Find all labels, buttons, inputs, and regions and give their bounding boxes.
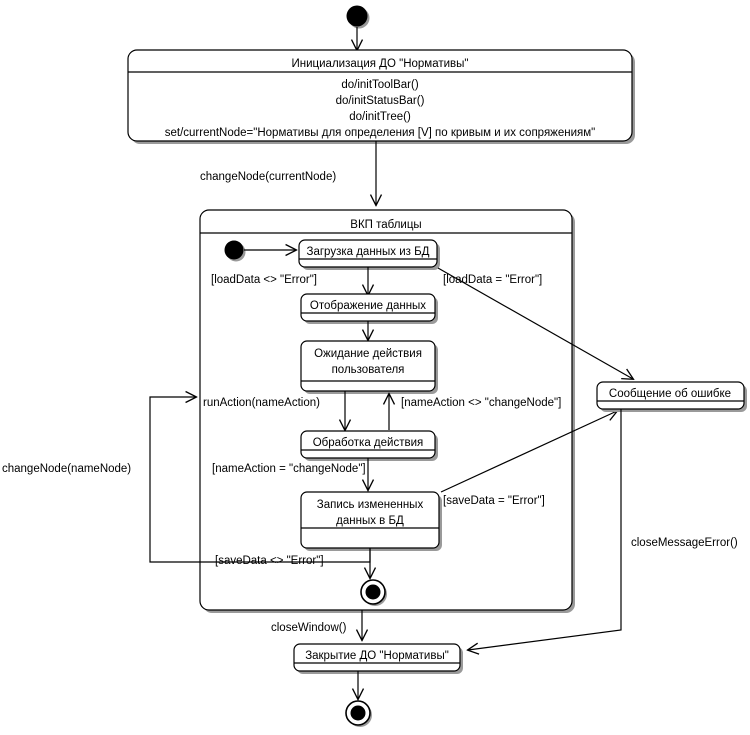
initial-node-inner: [224, 240, 246, 262]
state-init-title: Инициализация ДО "Нормативы": [292, 58, 469, 70]
state-close[interactable]: Закрытие ДО "Нормативы": [293, 643, 463, 674]
state-init-action-3: set/currentNode="Нормативы для определен…: [165, 127, 596, 139]
state-save-data-title-line2: данных в БД: [336, 515, 404, 527]
state-load-data-title: Загрузка данных из БД: [307, 246, 430, 258]
transition-label-run-action: runAction(nameAction): [203, 397, 320, 409]
transition-label-close-message-error: closeMessageError(): [631, 537, 738, 549]
state-error-message-title: Сообщение об ошибке: [609, 388, 731, 400]
final-node-inner: [360, 579, 387, 606]
composite-state-title: ВКП таблицы: [350, 219, 421, 231]
transition-label-change-node-current: changeNode(currentNode): [200, 171, 336, 183]
state-show-data[interactable]: Отображение данных: [300, 293, 438, 324]
guard-save-data-error: [saveData = "Error"]: [443, 495, 545, 507]
state-error-message[interactable]: Сообщение об ошибке: [596, 381, 747, 412]
initial-node-start: [346, 5, 370, 29]
state-init-action-1: do/initStatusBar(): [336, 95, 425, 107]
transition-label-change-node-name: changeNode(nameNode): [2, 463, 131, 475]
transition-save-to-error: [440, 411, 617, 493]
state-save-data[interactable]: Запись измененных данных в БД: [300, 491, 442, 551]
state-wait-action[interactable]: Ожидание действия пользователя: [300, 340, 438, 394]
state-init-action-0: do/initToolBar(): [341, 79, 419, 91]
guard-name-action-change: [nameAction = "changeNode"]: [212, 463, 366, 475]
state-wait-action-title-line1: Ожидание действия: [314, 348, 422, 360]
state-load-data[interactable]: Загрузка данных из БД: [298, 239, 440, 270]
state-process-action-title: Обработка действия: [313, 437, 424, 449]
transition-error-to-close: [468, 409, 622, 650]
state-process-action[interactable]: Обработка действия: [300, 430, 438, 461]
final-node: [345, 700, 372, 727]
transition-change-node-loop: [149, 397, 371, 563]
guard-save-data-ok: [saveData <> "Error"]: [215, 555, 324, 567]
composite-state-table[interactable]: ВКП таблицы: [199, 209, 575, 613]
state-init-action-2: do/initTree(): [349, 111, 411, 123]
guard-name-action-not-change: [nameAction <> "changeNode"]: [401, 397, 561, 409]
state-init[interactable]: Инициализация ДО "Нормативы" do/initTool…: [127, 49, 635, 144]
transition-load-to-error: [437, 267, 633, 379]
guard-load-data-error: [loadData = "Error"]: [443, 274, 542, 286]
guard-load-data-ok: [loadData <> "Error"]: [211, 274, 317, 286]
state-close-title: Закрытие ДО "Нормативы": [305, 650, 449, 662]
state-wait-action-title-line2: пользователя: [332, 364, 405, 376]
state-show-data-title: Отображение данных: [310, 300, 426, 312]
state-save-data-title-line1: Запись измененных: [317, 499, 424, 511]
transition-label-close-window: closeWindow(): [271, 622, 347, 634]
